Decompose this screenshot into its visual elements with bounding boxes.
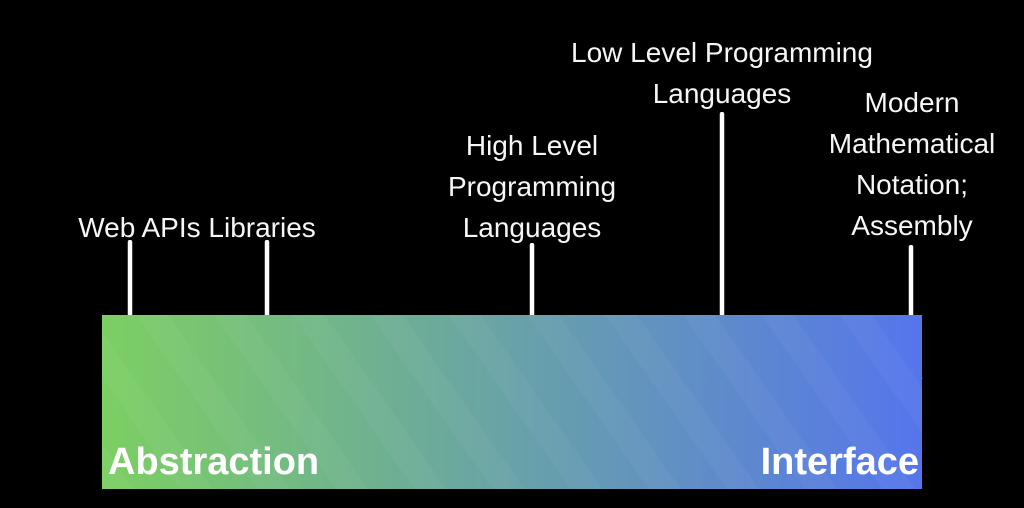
label-web-apis-libraries: Web APIs Libraries	[78, 207, 316, 248]
label-line: Mathematical	[828, 128, 996, 159]
label-line: Web APIs Libraries	[78, 212, 316, 243]
label-line: Languages	[462, 212, 602, 243]
label-line: High Level	[465, 130, 599, 161]
bar-sheen	[102, 315, 922, 489]
interface-label: Interface	[760, 441, 919, 483]
label-line: Notation;	[855, 169, 969, 200]
label-high-level-programming-languages: High Level Programming Languages	[448, 125, 616, 248]
label-line: Modern	[864, 87, 960, 118]
spectrum-bar: Abstraction Interface	[102, 315, 922, 489]
abstraction-label: Abstraction	[108, 441, 320, 483]
label-line: Low Level Programming	[571, 37, 873, 68]
label-modern-mathematical-notation-assembly: Modern Mathematical Notation; Assembly	[829, 82, 996, 246]
label-line: Programming	[447, 171, 617, 202]
label-line: Assembly	[851, 210, 973, 241]
label-line: Languages	[652, 78, 792, 109]
label-low-level-programming-languages: Low Level Programming Languages	[571, 32, 873, 114]
